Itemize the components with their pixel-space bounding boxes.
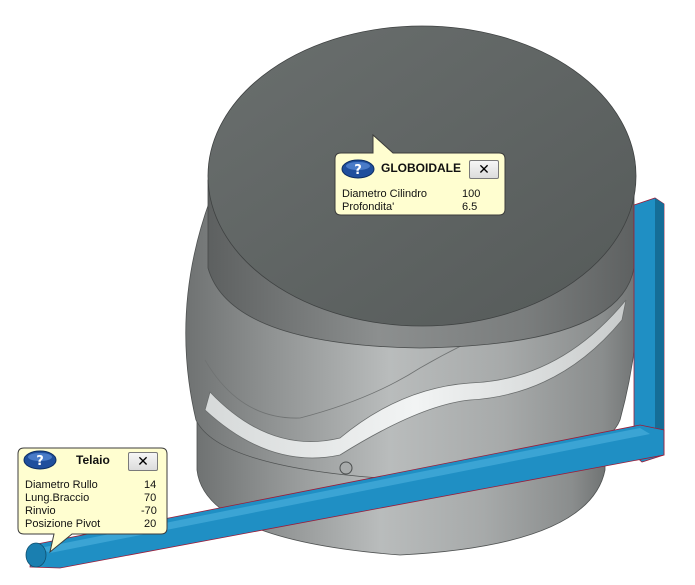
help-question-icon[interactable]: ? (341, 159, 375, 179)
telaio-close-button[interactable]: ✕ (128, 452, 158, 471)
telaio-title: Telaio (76, 453, 110, 467)
row-label: Rinvio (25, 505, 56, 517)
row-label: Diametro Cilindro (342, 188, 427, 200)
row-value: -70 (141, 505, 157, 517)
callout-bubble-shape (334, 133, 506, 216)
row-value: 6.5 (462, 201, 478, 213)
globoidale-callout: ? GLOBOIDALE ✕ Diametro Cilindro 100 Pro… (333, 133, 508, 218)
row-label: Lung.Braccio (25, 492, 90, 504)
svg-text:?: ? (36, 454, 44, 469)
row-label: Diametro Rullo (25, 479, 98, 491)
svg-text:?: ? (354, 163, 362, 178)
telaio-callout: ? Telaio ✕ Diametro Rullo 14 Lung.Bracci… (16, 446, 171, 556)
telaio-frame[interactable] (25, 197, 665, 569)
row-value: 20 (144, 518, 157, 530)
row-label: Posizione Pivot (25, 518, 101, 530)
globoidale-close-button[interactable]: ✕ (469, 160, 499, 179)
globoidale-title: GLOBOIDALE (381, 161, 461, 175)
callout-bubble-shape (17, 447, 168, 554)
row-value: 14 (144, 479, 157, 491)
help-question-icon[interactable]: ? (23, 450, 57, 470)
row-value: 100 (462, 188, 481, 200)
row-value: 70 (144, 492, 157, 504)
row-label: Profondita' (342, 201, 395, 213)
